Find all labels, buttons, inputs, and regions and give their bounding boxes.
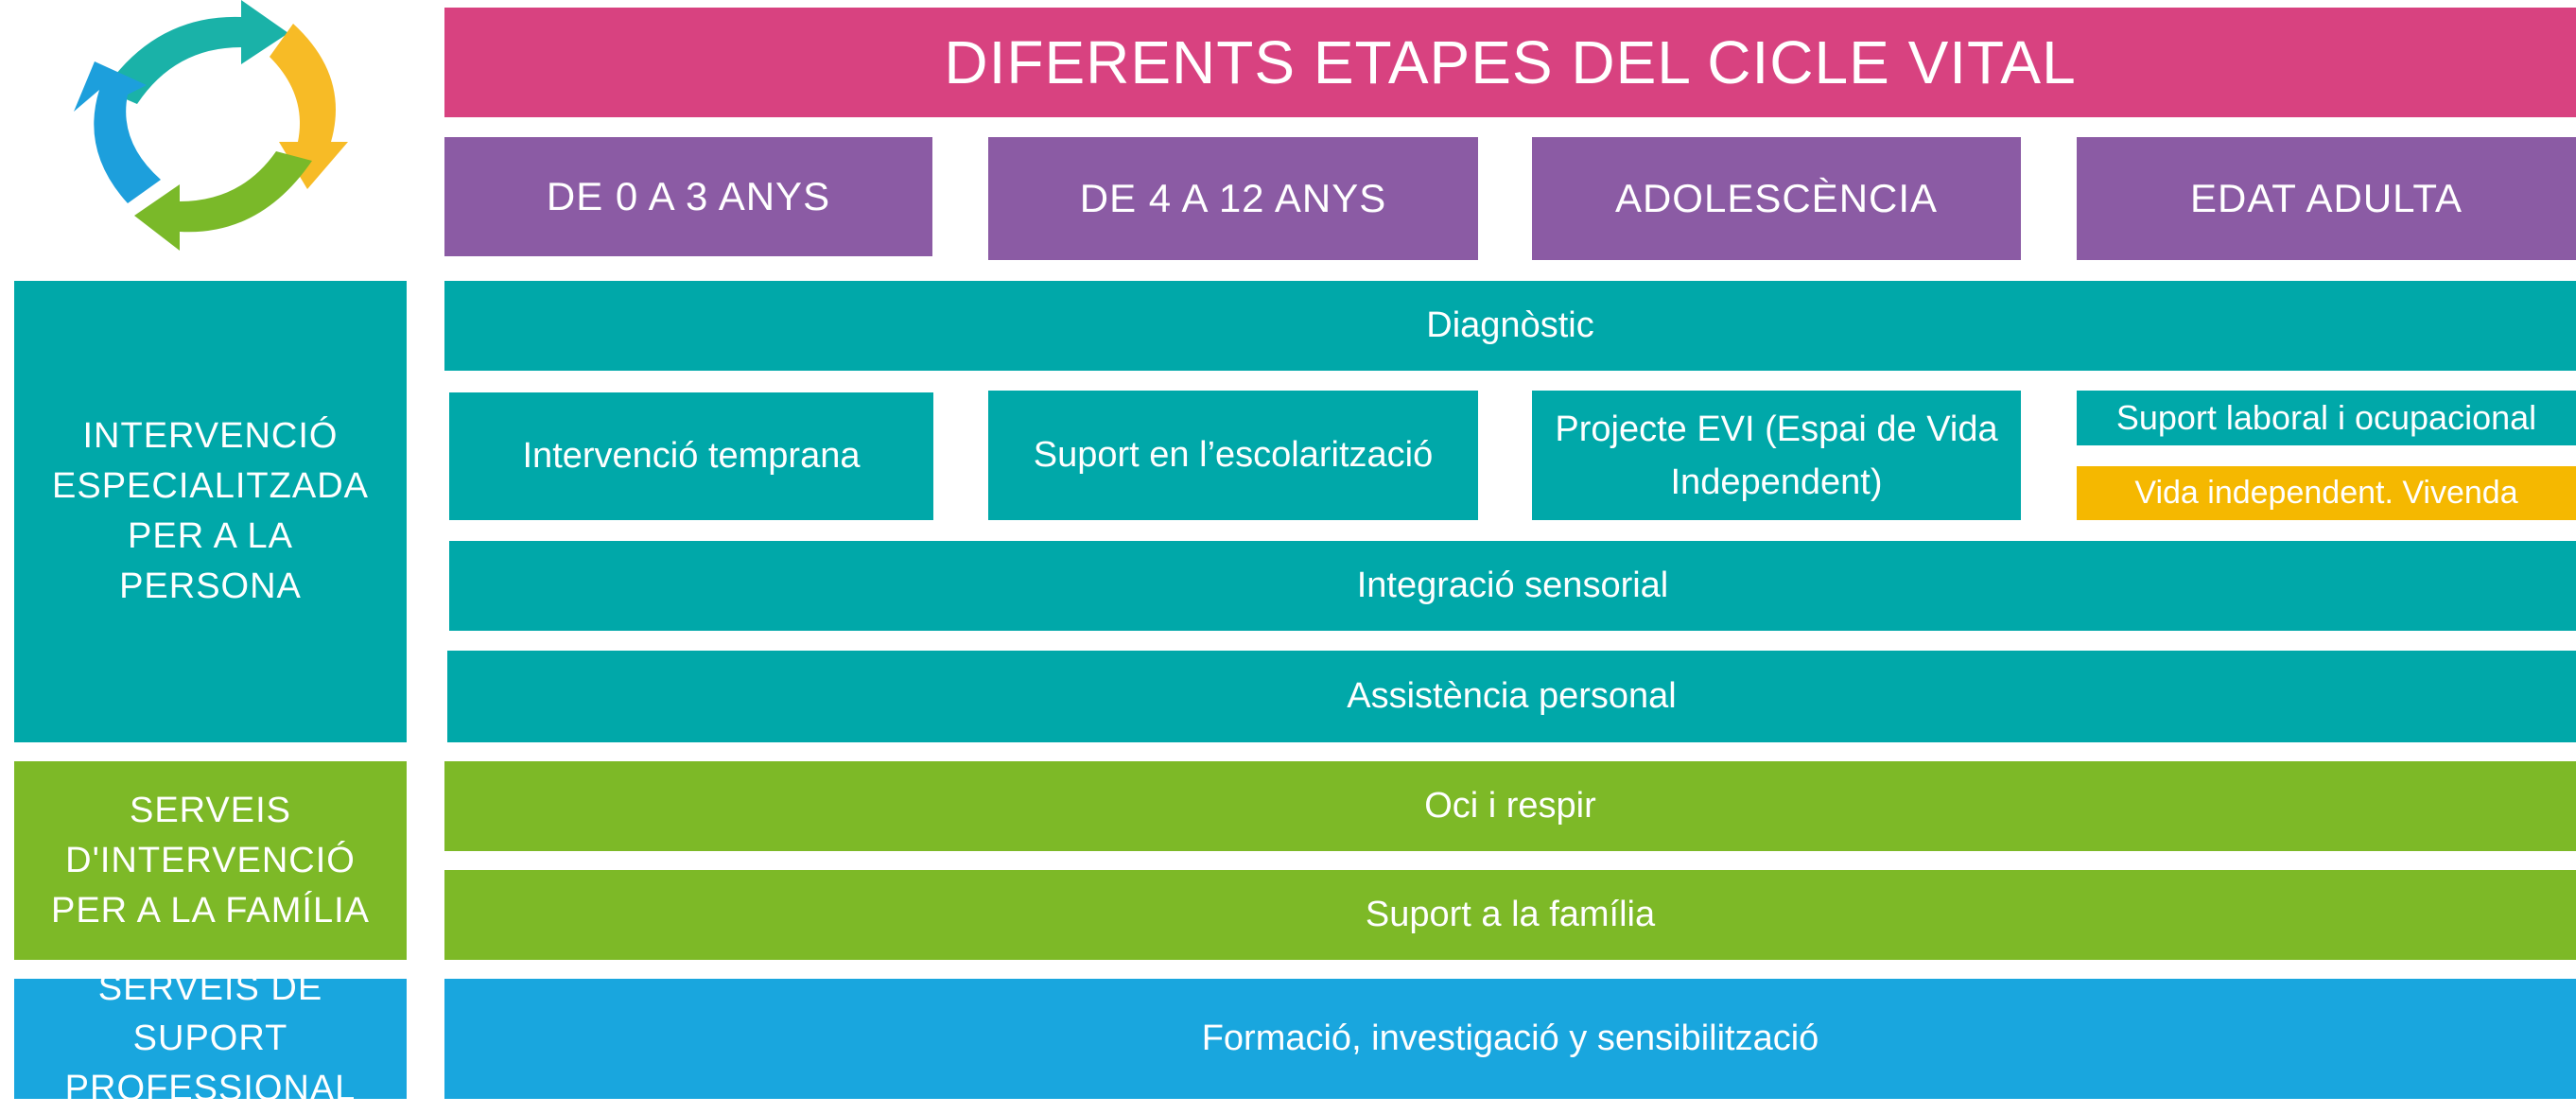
service-diagnostic: Diagnòstic [444,281,2576,371]
stage-header-0-3: DE 0 A 3 ANYS [444,137,932,256]
category-professional: SERVEIS DE SUPORT PROFESSIONAL [14,968,407,1108]
service-vida-independent: Vida independent. Vivenda [2077,466,2576,520]
service-assistencia-personal: Assistència personal [447,651,2576,742]
stage-header-edat-adulta: EDAT ADULTA [2077,137,2576,260]
page-title: DIFERENTS ETAPES DEL CICLE VITAL [444,8,2576,117]
service-integracio-sensorial: Integració sensorial [449,541,2576,631]
cycle-arrows-icon [74,0,348,251]
service-suport-laboral: Suport laboral i ocupacional [2077,391,2576,445]
service-formacio: Formació, investigació y sensibilització [444,979,2576,1099]
stage-header-adolescencia: ADOLESCÈNCIA [1532,137,2021,260]
stage-header-4-12: DE 4 A 12 ANYS [988,137,1478,260]
service-intervencio-temprana: Intervenció temprana [449,392,933,520]
category-persona: INTERVENCIÓ ESPECIALITZADA PER A LA PERS… [14,281,407,742]
service-projecte-evi: Projecte EVI (Espai de Vida Independent) [1532,391,2021,520]
service-oci-respir: Oci i respir [444,761,2576,851]
service-escolaritzacio: Suport en l’escolarització [988,391,1478,520]
service-suport-familia: Suport a la família [444,870,2576,960]
category-familia: SERVEIS D'INTERVENCIÓ PER A LA FAMÍLIA [14,761,407,960]
